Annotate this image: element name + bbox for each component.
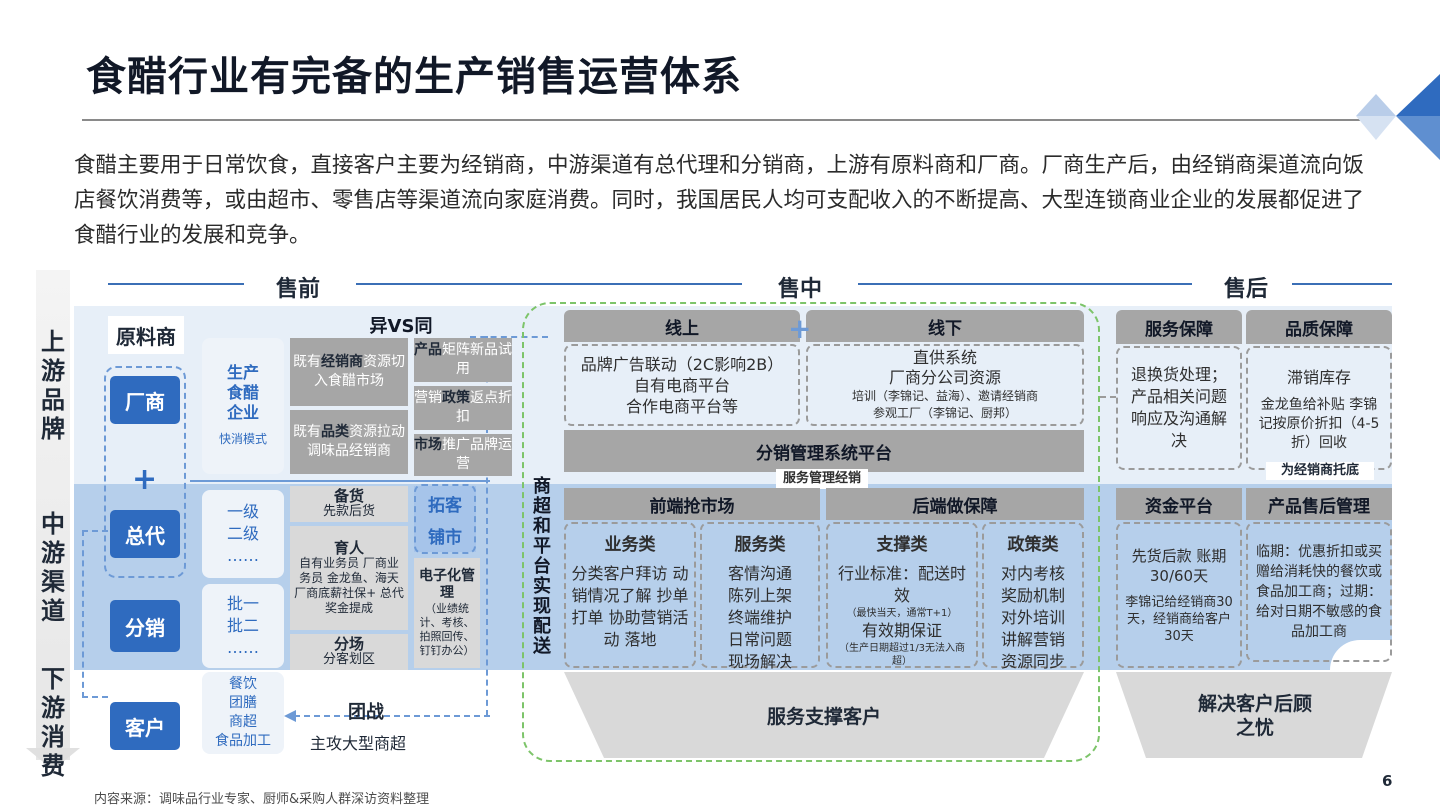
market-promotion-box: 市场推广品牌运营 [414, 434, 512, 476]
category-resource-box: 既有品类资源拉动调味品经销商 [290, 410, 408, 474]
side-label-downstream: 下游消费 [41, 665, 65, 780]
service-guarantee-header: 服务保障 [1116, 310, 1242, 344]
online-offline-plus-icon: + [788, 312, 812, 345]
tier-box: 一级 二级 …… [202, 490, 284, 578]
quality-guarantee-header: 品质保障 [1246, 310, 1392, 344]
team-battle-label: 团战 [348, 702, 384, 723]
upstream-group-outline [104, 366, 186, 578]
mid-sale-outline [522, 302, 1100, 762]
flow-line-right [486, 336, 488, 716]
stock-box: 备货 先款后货 [290, 486, 408, 522]
fund-platform-header: 资金平台 [1116, 488, 1242, 520]
offline-channels-box: 直供系统 厂商分公司资源 培训（李锦记、益海）、邀请经销商 参观工厂（李锦记、厨… [806, 344, 1084, 426]
marketing-policy-box: 营销政策返点折扣 [414, 386, 512, 430]
worry-funnel [1116, 672, 1392, 758]
customer-node: 客户 [110, 702, 180, 750]
backstop-label: 为经销商托底 [1266, 462, 1374, 480]
manufacturer-node: 厂商 [110, 376, 180, 424]
title-divider [82, 119, 1360, 121]
wholesale-box: 批一 批二 …… [202, 584, 284, 668]
phase-post: 售后 [1224, 277, 1269, 302]
team-battle-sub: 主攻大型商超 [310, 734, 407, 753]
front-end-header: 前端抢市场 [564, 488, 820, 520]
plus-icon: + [132, 462, 158, 497]
service-column: 服务类 客情沟通 陈列上架 终端维护 日常问题 现场解决 [700, 522, 820, 671]
product-matrix-box: 产品矩阵新品试用 [414, 338, 512, 382]
worry-free-label: 解决客户后顾之忧 [1197, 693, 1312, 739]
fund-platform-box: 先货后款 账期30/60天 李锦记给经销商30天，经销商给客户30天 [1116, 522, 1242, 668]
raw-material-label: 原料商 [108, 316, 184, 354]
side-label-midstream: 中游渠道 [41, 510, 65, 625]
distribution-platform-bar: 分销管理系统平台 [564, 430, 1084, 472]
diff-vs-same-heading: 异VS同 [369, 316, 433, 337]
expand-customers-box: 拓客 [414, 486, 476, 520]
side-label-upstream: 上游品牌 [41, 328, 65, 443]
service-support-label: 服务支撑客户 [766, 706, 881, 728]
service-guarantee-box: 退换货处理；产品相关问题响应及沟通解决 [1116, 346, 1242, 470]
page-title: 食醋行业有完备的生产销售运营体系 [86, 54, 742, 100]
online-header: 线上 [564, 310, 800, 342]
digital-management-box: 电子化管理 （业绩统计、考核、拍照回传、钉钉办公） [414, 558, 480, 668]
distribution-vertical-note: 商超和平台实现配送 [530, 476, 551, 656]
support-column: 支撑类 行业标准：配送时效 （最快当天，通常T+1） 有效期保证 （生产日期超过… [826, 522, 978, 668]
distributor-node: 分销 [110, 600, 180, 652]
train-box: 育人 自有业务员 厂商业务员 金龙鱼、海天 厂商底薪社保+ 总代奖金提成 [290, 526, 408, 630]
store-coverage-box: 铺市 [414, 518, 476, 552]
logo-icon [1356, 74, 1440, 160]
dealer-resource-box: 既有经销商资源切入食醋市场 [290, 338, 408, 406]
flow-arrow-strip [36, 270, 70, 760]
left-arrow-icon [284, 710, 490, 722]
flow-line-left [82, 530, 108, 698]
policy-column: 政策类 对内考核 奖励机制 对外培训 讲解营销 资源同步 [982, 522, 1084, 671]
consume-box: 餐饮 团膳 商超 食品加工 [202, 672, 284, 754]
quality-guarantee-box: 滞销库存 金龙鱼给补贴 李锦记按原价折扣（4-5折）回收 [1246, 346, 1392, 470]
source-note: 内容来源：调味品行业专家、厨师&采购人群深访资料整理 [94, 792, 430, 807]
online-channels-box: 品牌广告联动（2C影响2B） 自有电商平台 合作电商平台等 [564, 344, 800, 426]
producer-box: 生产 食醋 企业 快消模式 [202, 338, 284, 474]
back-end-header: 后端做保障 [826, 488, 1084, 520]
after-sales-header: 产品售后管理 [1246, 488, 1392, 520]
split-box: 分场 分客划区 [290, 634, 408, 670]
phase-pre: 售前 [276, 277, 321, 302]
platform-sub-label: 服务管理经销 [776, 469, 868, 489]
intro-paragraph: 食醋主要用于日常饮食，直接客户主要为经销商，中游渠道有总代理和分销商，上游有原料… [74, 153, 1365, 248]
page-number: 6 [1382, 772, 1393, 790]
down-arrow-icon [26, 748, 80, 770]
business-column: 业务类 分类客户拜访 动销情况了解 抄单打单 协助营销活动 落地 [564, 522, 696, 668]
phase-mid: 售中 [778, 277, 823, 302]
offline-header: 线下 [806, 310, 1084, 342]
general-agent-node: 总代 [110, 510, 180, 558]
after-sales-box: 临期：优惠折扣或买赠给消耗快的餐饮或食品加工商；过期：给对日期不敏感的食品加工商 [1246, 522, 1392, 662]
support-funnel [564, 672, 1084, 758]
